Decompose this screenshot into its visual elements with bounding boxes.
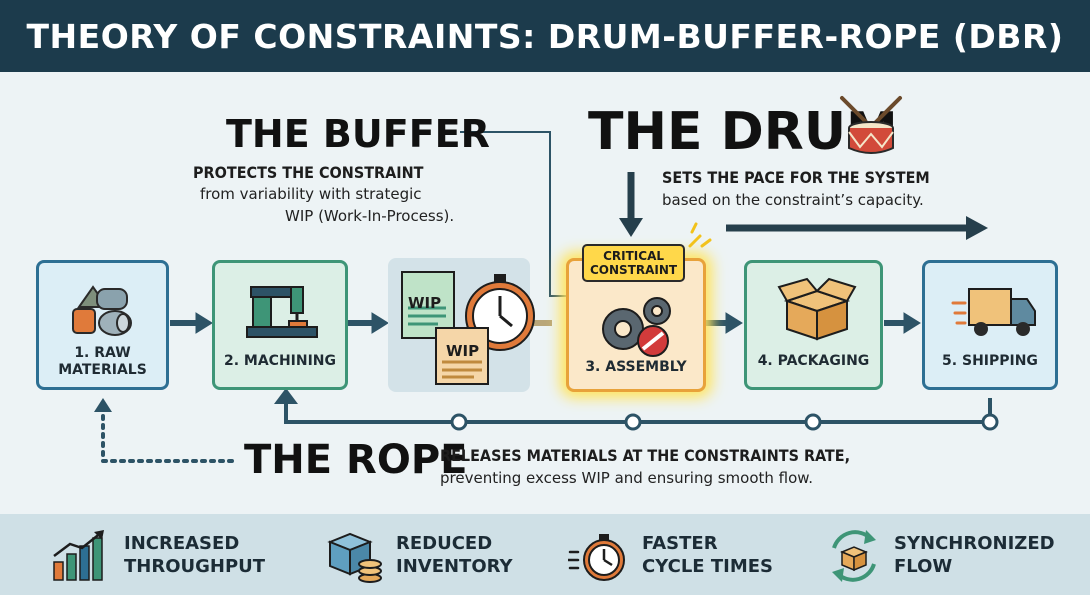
delivery-truck-icon xyxy=(951,288,1036,336)
benefit-3-line2: CYCLE TIMES xyxy=(642,556,773,577)
step-1-label-line2: MATERIALS xyxy=(58,362,147,378)
benefit-synchronized-flow: Synchronized FLOW xyxy=(824,514,1064,595)
drum-icon xyxy=(840,96,902,154)
benefit-2-line2: INVENTORY xyxy=(396,556,513,577)
package-box-icon xyxy=(777,277,857,341)
wip-buffer-icon xyxy=(401,271,535,385)
bar-chart-icon xyxy=(53,530,104,581)
header-bar: THEORY OF CONSTRAINTS: DRUM-BUFFER-ROPE … xyxy=(0,0,1090,72)
benefits-bar: INCREASED THROUGHPUT REDUCED INVENTORY F… xyxy=(0,514,1090,595)
step-1-label-line1: 1. RAW xyxy=(74,345,131,361)
buffer-heading: THE BUFFER xyxy=(226,112,490,156)
benefit-1-line2: THROUGHPUT xyxy=(124,556,266,577)
critical-constraint-badge: CRITICAL CONSTRAINT xyxy=(582,244,686,282)
critical-badge-line1: CRITICAL xyxy=(603,249,664,263)
box-coins-icon xyxy=(327,532,382,583)
step-3-label: 3. ASSEMBLY xyxy=(585,359,687,375)
step-packaging[interactable]: 4. PACKAGING xyxy=(744,260,883,390)
drum-arrowhead xyxy=(619,218,643,237)
drum-line1: SETS THE PACE FOR THE SYSTEM xyxy=(662,168,930,187)
spark-icon xyxy=(688,222,712,248)
step-raw-materials[interactable]: 1. RAW MATERIALS xyxy=(36,260,169,390)
drum-line2: based on the constraint’s capacity. xyxy=(662,191,924,209)
benefit-2-line1: REDUCED xyxy=(396,533,493,554)
benefit-4-line1: Synchronized xyxy=(894,533,1055,554)
step-2-label: 2. MACHINING xyxy=(223,353,337,369)
rope-heading: THE ROPE xyxy=(244,437,468,483)
step-shipping[interactable]: 5. SHIPPING xyxy=(922,260,1058,390)
benefit-4-line2: FLOW xyxy=(894,556,953,577)
buffer-line2: from variability with strategic xyxy=(200,185,422,203)
rope-line2: preventing excess WIP and ensuring smoot… xyxy=(440,469,813,487)
critical-badge-line2: CONSTRAINT xyxy=(590,263,678,277)
stopwatch-icon xyxy=(568,534,625,581)
sync-box-icon xyxy=(832,530,876,582)
pace-arrowhead xyxy=(966,216,988,240)
benefit-3-line1: FASTER xyxy=(642,533,718,554)
benefit-cycle-times: FASTER CYCLE TIMES xyxy=(568,514,788,595)
benefit-inventory: REDUCED INVENTORY xyxy=(326,514,546,595)
raw-materials-icon xyxy=(72,285,132,336)
wip-label-1: WIP xyxy=(408,294,442,312)
machining-icon xyxy=(246,286,318,338)
gears-warning-icon xyxy=(602,297,671,357)
buffer-connector-line xyxy=(460,131,572,297)
rope-dotted-arrowhead xyxy=(94,398,112,412)
step-5-label: 5. SHIPPING xyxy=(942,353,1038,369)
rope-arrowhead xyxy=(274,388,298,404)
rope-dotted-line xyxy=(101,408,234,463)
buffer-line3: WIP (Work-In-Process). xyxy=(285,207,455,225)
buffer-line1: PROTECTS THE CONSTRAINT xyxy=(193,163,424,182)
step-machining[interactable]: 2. MACHINING xyxy=(212,260,348,390)
diagram-canvas: THE BUFFER PROTECTS THE CONSTRAINT from … xyxy=(0,72,1090,514)
rope-line1: RELEASES MATERIALS AT THE CONSTRAINTS RA… xyxy=(440,446,851,465)
benefit-throughput: INCREASED THROUGHPUT xyxy=(50,514,290,595)
benefit-1-line1: INCREASED xyxy=(124,533,240,554)
rope-nodes xyxy=(450,413,999,431)
step-4-label: 4. PACKAGING xyxy=(757,353,870,369)
wip-buffer-area: WIP WIP xyxy=(388,258,535,392)
page-title: THEORY OF CONSTRAINTS: DRUM-BUFFER-ROPE … xyxy=(26,16,1064,56)
wip-label-2: WIP xyxy=(446,342,480,360)
drum-heading: THE DRUM xyxy=(588,102,898,162)
